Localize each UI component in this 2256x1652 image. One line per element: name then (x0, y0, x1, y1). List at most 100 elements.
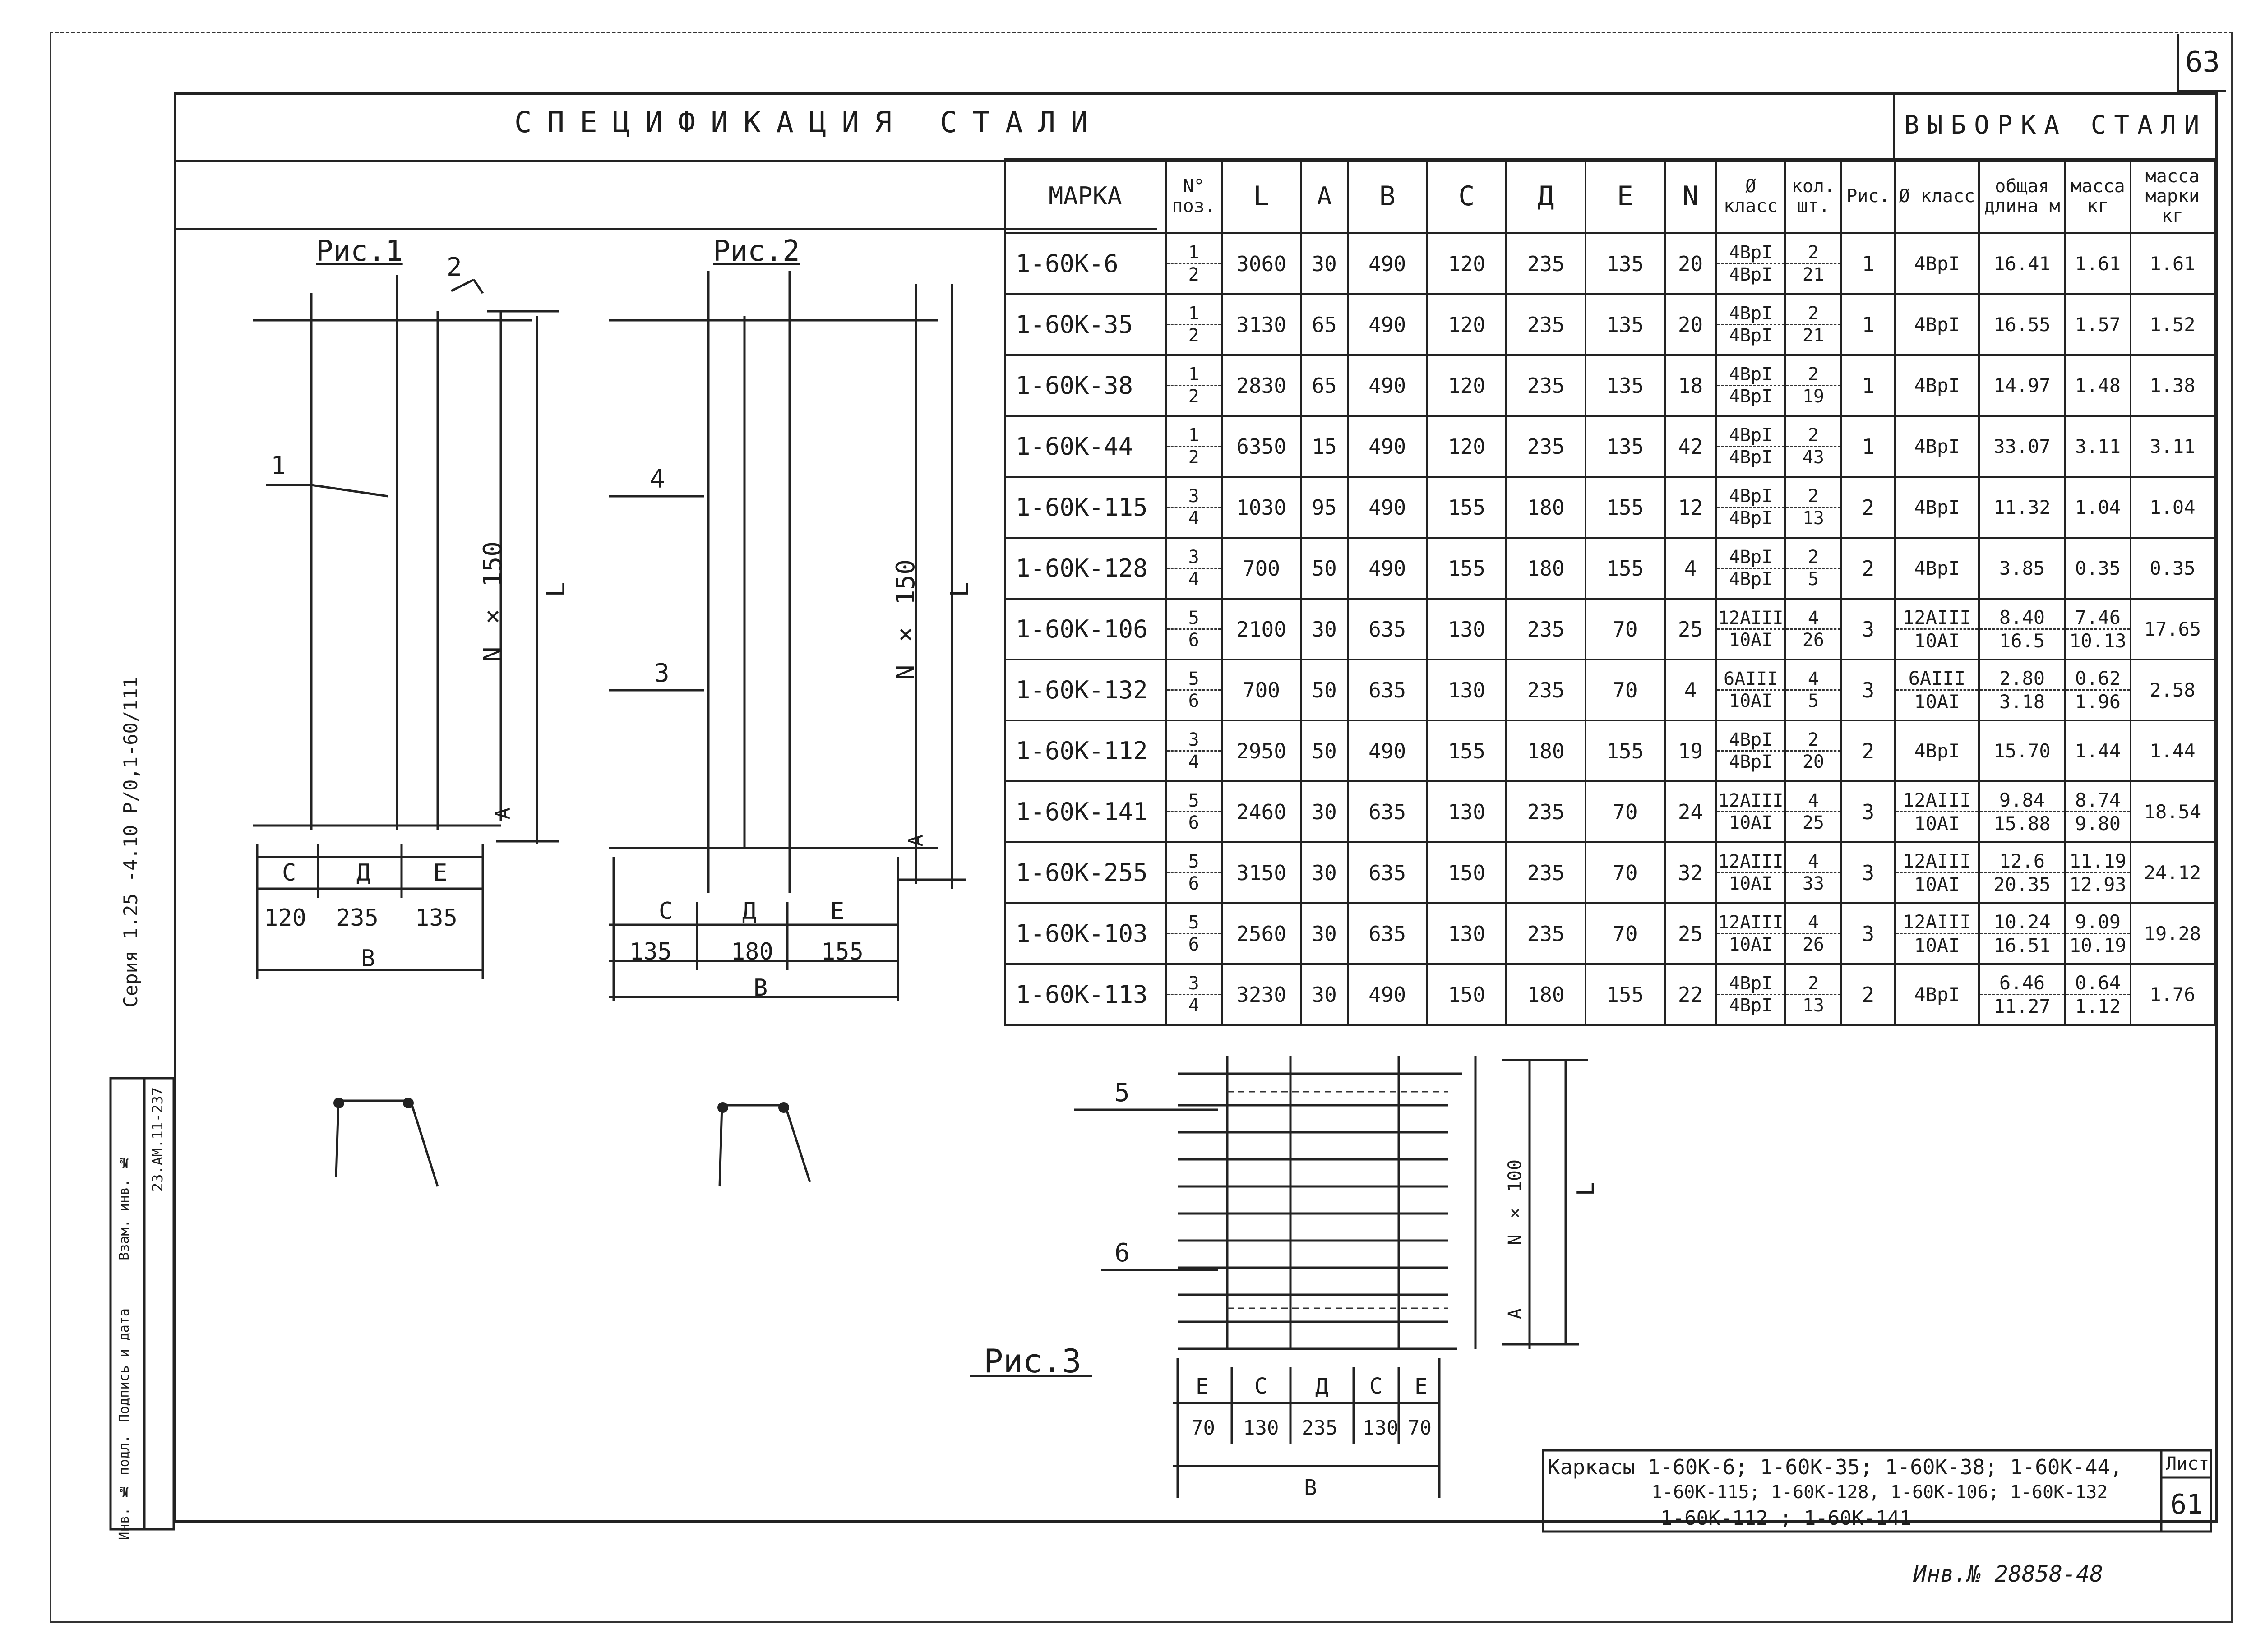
N-cell: 25 (1664, 902, 1717, 965)
B-cell: 635 (1346, 659, 1428, 721)
mark-mass-cell: 0.35 (2129, 537, 2216, 600)
qty-cell-value: 21 (1802, 264, 1825, 285)
fig1-e-val: 135 (415, 904, 458, 932)
fig-cell: 3 (1840, 659, 1896, 721)
fig-cell: 2 (1840, 476, 1896, 539)
N-cell: 32 (1664, 841, 1717, 904)
B-cell: 490 (1346, 293, 1428, 356)
pos-cell-value: 3 (1166, 973, 1221, 995)
D-cell: 235 (1505, 354, 1586, 417)
inventory-number: Инв.№ 28858-48 (1913, 1561, 2103, 1587)
C-cell: 120 (1426, 293, 1507, 356)
fig2-b: B (754, 974, 768, 1001)
mark-mass-cell: 1.44 (2129, 720, 2216, 782)
A-cell: 50 (1300, 659, 1349, 721)
inner-frame (174, 92, 2218, 1523)
dia-cell-value: 10АI (1729, 934, 1773, 955)
dia-cell-value: 4ВрI (1729, 447, 1773, 468)
col-mark: МАРКА (1004, 158, 1167, 234)
E-cell: 135 (1584, 415, 1666, 478)
qty-cell-value: 4 (1786, 790, 1840, 812)
fig1-c-val: 120 (264, 904, 306, 932)
length-cell-value: 11.27 (1993, 995, 2051, 1017)
A-cell: 30 (1300, 963, 1349, 1026)
sel-dia-cell-value: 10АI (1914, 873, 1960, 895)
mark-mass-cell: 3.11 (2129, 415, 2216, 478)
sel-dia-cell: 4ВрI (1894, 354, 1980, 417)
fig2-pos4: 4 (650, 465, 665, 494)
L-cell: 700 (1220, 659, 1302, 721)
length-cell: 11.32 (1978, 476, 2066, 539)
col-L: L (1220, 158, 1302, 234)
length-cell: 16.41 (1978, 232, 2066, 295)
C-cell: 130 (1426, 659, 1507, 721)
stamp-line-1: Каркасы 1-60К-6; 1-60К-35; 1-60К-38; 1-6… (1548, 1455, 2122, 1479)
L-cell: 2560 (1220, 902, 1302, 965)
mass-cell-value: 10.13 (2069, 630, 2127, 652)
length-cell: 3.85 (1978, 537, 2066, 600)
fig-cell: 1 (1840, 293, 1896, 356)
A-cell: 95 (1300, 476, 1349, 539)
qty-cell-value: 33 (1802, 873, 1825, 894)
qty-cell-value: 20 (1802, 752, 1825, 772)
qty-cell-value: 21 (1802, 325, 1825, 346)
L-cell: 3150 (1220, 841, 1302, 904)
col-A: A (1300, 158, 1349, 234)
E-cell: 70 (1584, 841, 1666, 904)
fig3-v3: 235 (1302, 1417, 1338, 1440)
dia-cell-value: 12АIII (1717, 851, 1784, 873)
E-cell: 70 (1584, 659, 1666, 721)
E-cell: 135 (1584, 232, 1666, 295)
mark-mass-cell: 1.52 (2129, 293, 2216, 356)
dia-cell-value: 4ВрI (1717, 425, 1784, 447)
sel-dia-cell-value: 12АIII (1895, 606, 1978, 630)
N-cell: 4 (1664, 537, 1717, 600)
C-cell: 130 (1426, 902, 1507, 965)
pos-cell-value: 1 (1166, 364, 1221, 386)
fig-cell: 3 (1840, 902, 1896, 965)
qty-cell-value: 25 (1802, 812, 1825, 833)
pos-cell-value: 6 (1188, 630, 1199, 651)
fig2-dim-l: L (945, 582, 975, 597)
qty-cell-value: 4 (1786, 851, 1840, 873)
sel-dia-cell-value: 6АIII (1895, 667, 1978, 691)
length-cell: 33.07 (1978, 415, 2066, 478)
sel-dia-cell: 4ВрI (1894, 415, 1980, 478)
mark-cell: 1-60К-128 (1004, 537, 1167, 600)
selection-title: ВЫБОРКА СТАЛИ (1904, 111, 2208, 140)
E-cell: 155 (1584, 476, 1666, 539)
fig1-e: Е (433, 859, 448, 886)
fig3-c1: С (1254, 1374, 1267, 1399)
side-label-inv: Инв. № подл. (116, 1435, 132, 1540)
dia-cell-value: 10АI (1729, 691, 1773, 711)
mass-cell-value: 12.93 (2069, 873, 2127, 895)
sel-dia-cell: 4ВрI (1894, 963, 1980, 1026)
fig3-c2: С (1369, 1374, 1382, 1399)
L-cell: 6350 (1220, 415, 1302, 478)
qty-cell-value: 4 (1786, 669, 1840, 691)
fig1-label: Рис.1 (316, 235, 403, 268)
fig2-c: С (659, 898, 673, 925)
dia-cell-value: 6АIII (1717, 669, 1784, 691)
fig-cell: 1 (1840, 415, 1896, 478)
fig2-e-val: 155 (821, 938, 864, 965)
L-cell: 2460 (1220, 780, 1302, 843)
D-cell: 180 (1505, 963, 1586, 1026)
